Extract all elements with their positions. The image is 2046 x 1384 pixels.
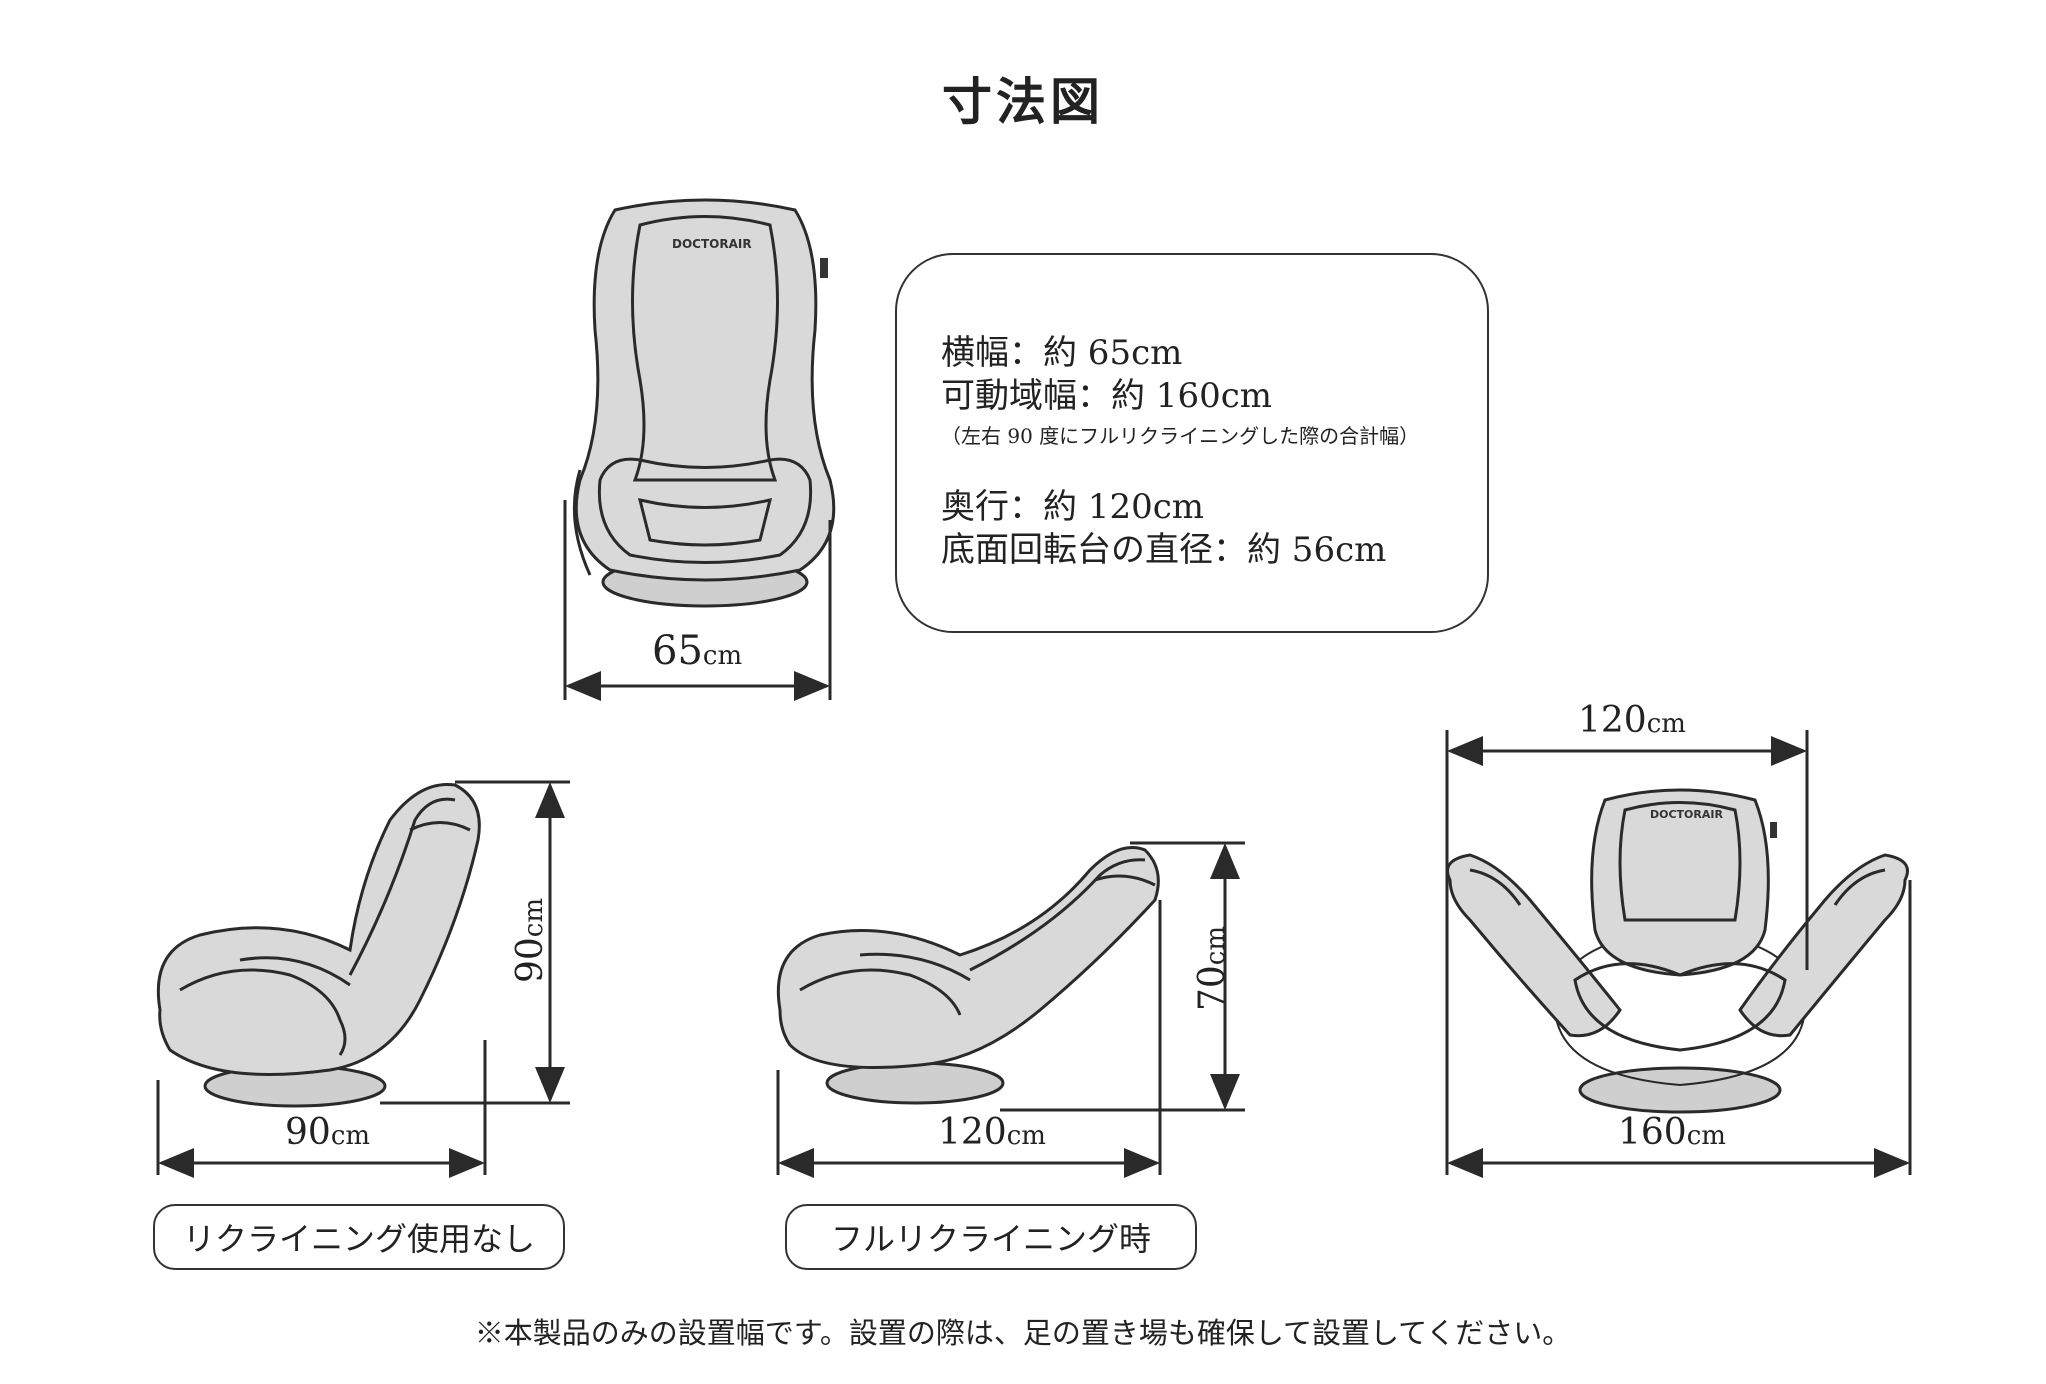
label-full-recline: フルリクライニング時 <box>785 1204 1197 1270</box>
dim-front-width: 65cm <box>652 628 743 674</box>
dim-upright-height: 90cm <box>510 897 552 984</box>
spec-width: 横幅：約 65cm <box>941 333 1183 373</box>
spec-range-note: （左右 90 度にフルリクライニングした際の合計幅） <box>941 424 1420 448</box>
footnote: ※本製品のみの設置幅です。設置の際は、足の置き場も確保して設置してください。 <box>474 1316 1572 1350</box>
chair-front-view: DOCTORAIR <box>572 198 836 608</box>
chair-rotation-view: DOCTORAIR <box>1446 788 1909 1114</box>
dim-rotate-depth: 120cm <box>1578 700 1686 741</box>
dim-recline-height: 70cm <box>1192 925 1234 1012</box>
chair-side-recline <box>776 846 1160 1105</box>
spec-base-diameter: 底面回転台の直径：約 56cm <box>941 530 1387 570</box>
spec-depth: 奥行：約 120cm <box>941 487 1204 527</box>
dim-upright-width: 90cm <box>285 1112 371 1153</box>
dim-recline-width: 120cm <box>938 1112 1046 1153</box>
chair-side-upright <box>156 782 481 1108</box>
logo-front: DOCTORAIR <box>672 237 752 251</box>
logo-rotation: DOCTORAIR <box>1650 808 1723 821</box>
label-no-recline: リクライニング使用なし <box>153 1204 565 1270</box>
spec-box: 横幅：約 65cm 可動域幅：約 160cm （左右 90 度にフルリクライニン… <box>895 253 1489 633</box>
page-title: 寸法図 <box>942 72 1104 131</box>
spec-range: 可動域幅：約 160cm <box>941 376 1272 416</box>
dim-rotate-width: 160cm <box>1618 1112 1726 1153</box>
